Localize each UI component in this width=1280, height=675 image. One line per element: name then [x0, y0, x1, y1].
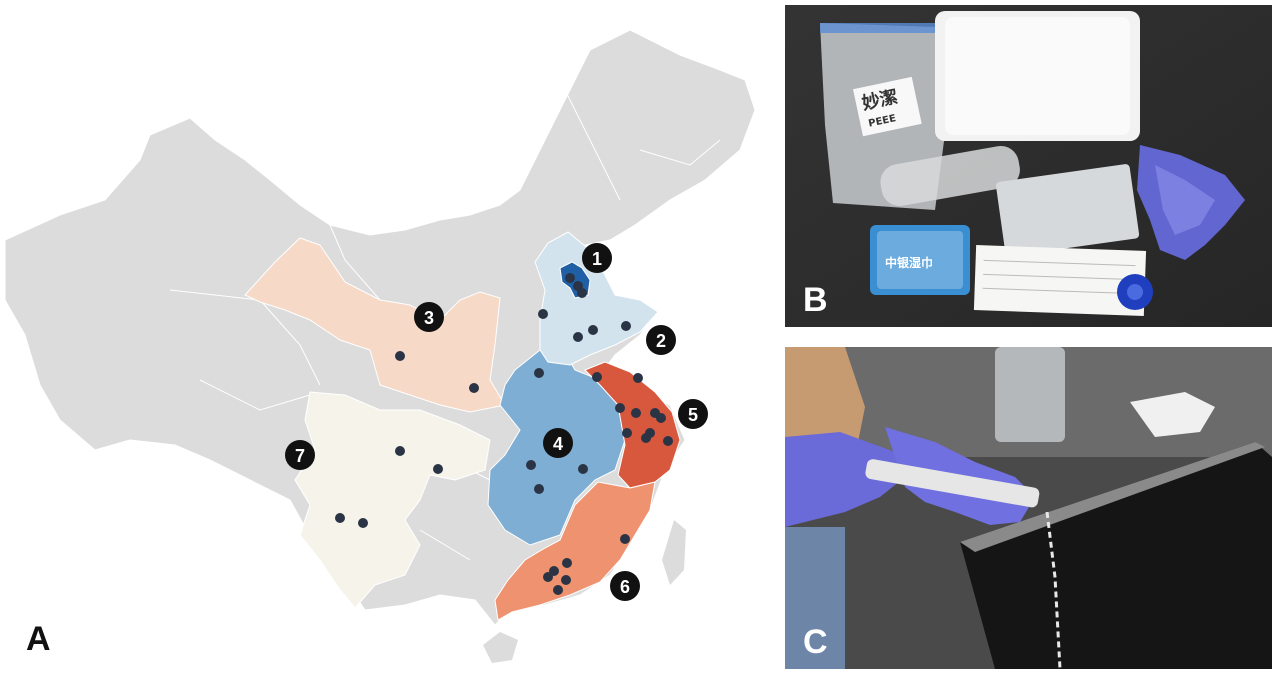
site-dot	[534, 484, 544, 494]
site-dot	[588, 325, 598, 335]
taiwan-island	[662, 520, 686, 585]
sampling-kit-photo: 妙潔 PEEE 中银湿巾	[785, 5, 1272, 327]
svg-text:1: 1	[592, 249, 602, 269]
sampling-tube	[865, 459, 1040, 508]
site-dot	[538, 309, 548, 319]
jeans	[785, 527, 845, 669]
region-3-area	[244, 237, 506, 413]
site-dot	[526, 460, 536, 470]
sink	[960, 442, 1272, 669]
site-dot	[592, 372, 602, 382]
site-dot	[395, 446, 405, 456]
site-dot	[543, 572, 553, 582]
site-dot	[656, 413, 666, 423]
site-dot	[562, 558, 572, 568]
site-dot	[663, 436, 673, 446]
panel-label-a: A	[26, 620, 51, 658]
region-marker-2: 2	[646, 325, 676, 355]
site-dot	[577, 288, 587, 298]
svg-text:4: 4	[553, 434, 563, 454]
region-marker-4: 4	[543, 428, 573, 458]
sampling-sink-photo	[785, 347, 1272, 669]
tissue	[1130, 392, 1215, 437]
site-dot	[534, 368, 544, 378]
site-dot	[358, 518, 368, 528]
region-marker-7: 7	[285, 440, 315, 470]
site-dot	[335, 513, 345, 523]
svg-text:7: 7	[295, 446, 305, 466]
form-paper	[973, 245, 1147, 316]
province-borders	[169, 79, 721, 561]
region-marker-5: 5	[678, 399, 708, 429]
region-marker-3: 3	[414, 302, 444, 332]
svg-text:2: 2	[656, 331, 666, 351]
site-dot	[395, 351, 405, 361]
site-dot	[565, 273, 575, 283]
region-marker-6: 6	[610, 571, 640, 601]
hainan-island	[483, 632, 518, 663]
wipes-pack	[870, 225, 970, 295]
panel-a-map: 1 2 3 4 5 6 7 A	[4, 29, 756, 663]
site-dot	[573, 332, 583, 342]
panel-c-photo: C	[785, 347, 1272, 669]
site-dots	[335, 273, 673, 595]
region-7-area	[294, 391, 491, 609]
panel-label-b: B	[803, 281, 828, 319]
gloved-hand-left	[785, 432, 905, 527]
site-dot	[631, 408, 641, 418]
site-dot	[561, 575, 571, 585]
site-dot	[578, 464, 588, 474]
site-dot	[469, 383, 479, 393]
svg-text:6: 6	[620, 577, 630, 597]
china-map: 1 2 3 4 5 6 7	[4, 29, 756, 663]
site-dot	[622, 428, 632, 438]
site-dot	[553, 585, 563, 595]
site-dot	[621, 321, 631, 331]
svg-text:5: 5	[688, 405, 698, 425]
bottle	[995, 347, 1065, 442]
panel-label-c: C	[803, 623, 828, 661]
svg-text:3: 3	[424, 308, 434, 328]
region-6-area	[494, 481, 656, 621]
svg-text:中银湿巾: 中银湿巾	[885, 255, 933, 270]
panel-b-photo: 妙潔 PEEE 中银湿巾 B	[785, 5, 1272, 327]
site-dot	[620, 534, 630, 544]
site-dot	[615, 403, 625, 413]
site-dot	[633, 373, 643, 383]
site-dot	[641, 433, 651, 443]
region-marker-1: 1	[582, 243, 612, 273]
syringe	[880, 146, 1020, 206]
foil-pouch	[996, 164, 1140, 257]
site-dot	[433, 464, 443, 474]
